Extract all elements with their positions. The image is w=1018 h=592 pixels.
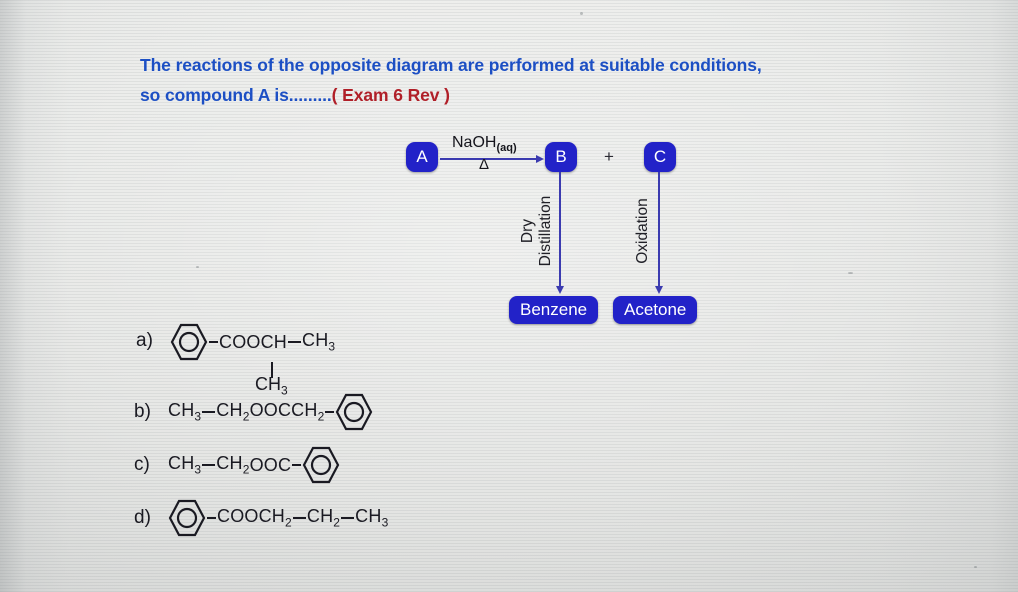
option-c-segment-3: OOC — [249, 454, 292, 475]
option-d-segment-3: CH3 — [355, 506, 388, 530]
option-letter-a: a) — [136, 330, 153, 351]
benzene-ring-icon — [168, 498, 206, 538]
diagram-node-c: C — [644, 142, 676, 172]
option-letter-b: b) — [134, 401, 151, 422]
bond-line — [292, 464, 302, 466]
option-a-formula: COOCH CH3 — [170, 322, 335, 362]
option-c-segment-1-text: CH — [168, 453, 195, 474]
option-d-segment-1-sub: 2 — [285, 515, 292, 530]
option-d-segment-2-text: CH — [306, 506, 334, 527]
option-a-structure: COOCH CH3 CH3 — [170, 322, 335, 398]
arrow-shaft — [440, 158, 537, 160]
bond-line — [341, 517, 355, 519]
option-a-segment-2-text: CH — [302, 330, 329, 351]
option-d-segment-1-text: COOCH — [217, 506, 285, 527]
option-d-segment-1: COOCH2 — [217, 506, 292, 530]
vertical-bond-line — [271, 362, 273, 378]
option-c-segment-1-sub: 3 — [194, 462, 202, 477]
bond-line — [202, 411, 216, 413]
bond-line — [209, 341, 218, 343]
option-b-segment-3-sub: 2 — [317, 409, 325, 424]
option-d-segment-2-sub: 2 — [333, 515, 341, 530]
diagram-node-benzene: Benzene — [509, 296, 599, 324]
answer-option-a[interactable]: a) COOCH CH3 CH3 — [136, 322, 335, 398]
answer-option-d[interactable]: d) COOCH2 CH2 CH3 — [134, 498, 388, 538]
arrow-shaft — [658, 172, 660, 286]
benzene-ring-icon — [302, 445, 340, 485]
option-a-segment-1: COOCH — [219, 331, 287, 352]
diagram-node-b: B — [545, 142, 577, 172]
option-c-segment-1: CH3 — [168, 453, 201, 477]
plus-sign: + — [604, 147, 614, 166]
diagram-node-acetone: Acetone — [613, 296, 698, 324]
bond-line — [202, 464, 216, 466]
question-text: The reactions of the opposite diagram ar… — [140, 50, 930, 110]
option-a-segment-2: CH3 — [302, 330, 335, 354]
option-letter-c: c) — [134, 454, 150, 475]
option-a-segment-2-sub: 3 — [328, 339, 336, 354]
option-c-segment-2: CH2 — [216, 453, 249, 477]
option-b-segment-2: CH2 — [216, 400, 249, 424]
condition-label-delta: Δ — [479, 156, 490, 173]
option-b-segment-2-sub: 2 — [242, 409, 250, 424]
benzene-ring-icon — [335, 392, 373, 432]
reagent-label-naoh: NaOH(aq) — [452, 134, 517, 154]
arrow-a-to-b — [440, 155, 544, 164]
question-line-1: The reactions of the opposite diagram ar… — [140, 55, 762, 75]
option-b-segment-1: CH3 — [168, 400, 201, 424]
option-a-branch: CH3 — [170, 362, 335, 398]
bond-line — [292, 517, 306, 519]
option-b-segment-2-text: CH — [216, 400, 243, 421]
bond-line — [207, 517, 216, 519]
arrow-head — [556, 286, 564, 294]
benzene-ring-icon — [170, 322, 208, 362]
option-b-segment-3: OOCCH2 — [250, 400, 325, 424]
question-line-2-prefix: so compound A is......... — [140, 85, 332, 105]
option-a-branch-sub: 3 — [281, 383, 288, 398]
arrow-shaft — [559, 172, 561, 286]
exam-reference-tag: ( Exam 6 Rev ) — [331, 85, 450, 105]
reagent-name: NaOH — [452, 134, 497, 151]
option-d-segment-2: CH2 — [307, 506, 340, 530]
option-letter-d: d) — [134, 507, 151, 528]
reagent-state: (aq) — [496, 142, 517, 155]
option-c-segment-2-sub: 2 — [242, 462, 250, 477]
arrow-head — [655, 286, 663, 294]
bond-line — [325, 411, 335, 413]
option-d-segment-3-sub: 3 — [381, 515, 389, 530]
question-line-2: so compound A is.........( Exam 6 Rev ) — [140, 80, 930, 110]
arrow-b-to-benzene — [556, 172, 565, 294]
arrow-c-to-acetone — [655, 172, 664, 294]
arrow-head — [536, 155, 544, 163]
option-c-segment-2-text: CH — [216, 453, 243, 474]
bond-line — [288, 341, 301, 343]
option-a-branch-group: CH3 — [255, 374, 288, 398]
option-d-segment-3-text: CH — [355, 506, 382, 527]
option-d-formula: COOCH2 CH2 CH3 — [168, 498, 388, 538]
option-b-segment-1-sub: 3 — [194, 409, 202, 424]
option-a-branch-text: CH — [255, 374, 281, 394]
option-b-segment-1-text: CH — [168, 400, 195, 421]
diagram-node-a: A — [406, 142, 438, 172]
option-b-segment-3-text: OOCCH — [249, 400, 318, 421]
